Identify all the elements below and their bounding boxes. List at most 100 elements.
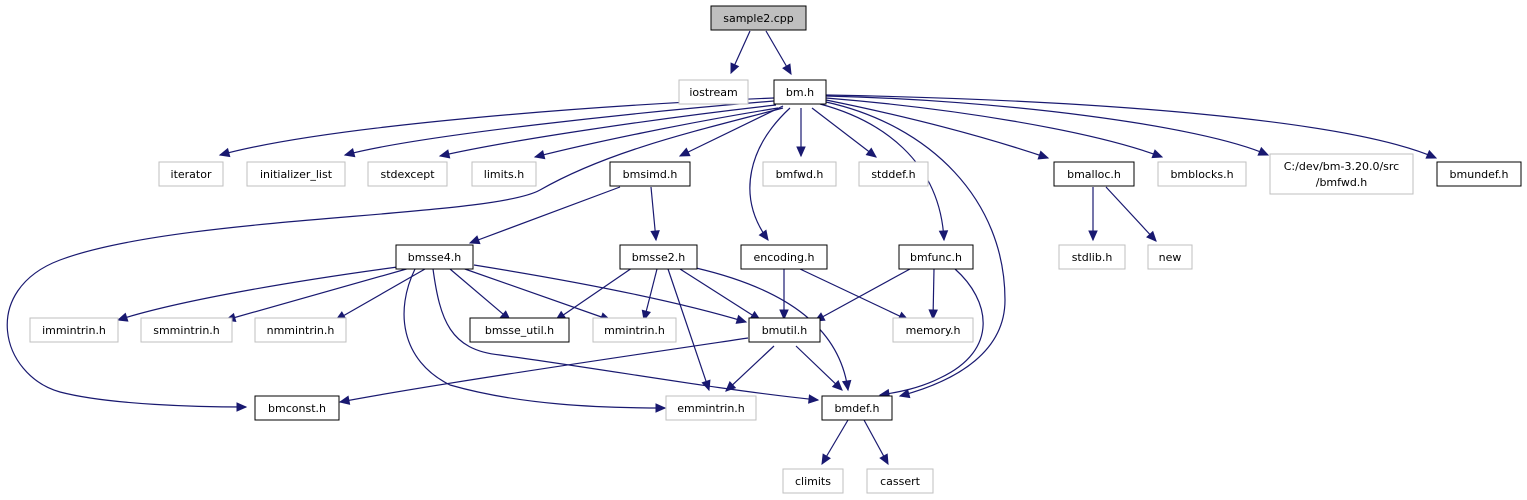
- arrowhead: [821, 453, 831, 466]
- arrowhead: [1425, 149, 1438, 159]
- node-bmutil-h[interactable]: bmutil.h: [748, 317, 821, 343]
- node-label-bmdef-h: bmdef.h: [835, 402, 880, 415]
- node-label-climits: climits: [795, 475, 831, 488]
- edge-bmsse4-to-immintrin: [116, 265, 406, 322]
- node-label-bmsse2-h: bmsse2.h: [632, 251, 685, 264]
- edge-bm-to-initializer-list: [343, 100, 775, 158]
- node-immintrin-h: immintrin.h: [29, 317, 119, 343]
- node-bm-h[interactable]: bm.h: [773, 79, 827, 105]
- edge-bmsse4-to-smmintrin: [224, 267, 411, 323]
- edge-bmutil-to-bmdef: [795, 345, 843, 391]
- edge-bmsse2-to-mmintrin: [641, 268, 658, 322]
- arrowhead: [116, 312, 129, 322]
- arrowhead: [898, 388, 911, 399]
- node-label-bmundef-h: bmundef.h: [1450, 168, 1509, 181]
- node-bmconst-h[interactable]: bmconst.h: [254, 395, 340, 421]
- node-encoding-h[interactable]: encoding.h: [740, 244, 828, 270]
- node-bmsse4-h[interactable]: bmsse4.h: [395, 244, 474, 270]
- arrowhead: [782, 63, 792, 76]
- node-label-bmsse4-h: bmsse4.h: [408, 251, 461, 264]
- edge-bm-to-cdev-bmfwd: [825, 95, 1270, 156]
- edge-bmsimd-to-bmsse2: [650, 186, 660, 242]
- edge-bmsse2-to-bmdef: [695, 267, 852, 392]
- node-label-encoding-h: encoding.h: [754, 251, 815, 264]
- edge-bm-to-bmundef: [825, 94, 1438, 159]
- node-cdev-bmfwd-h: C:/dev/bm-3.20.0/src /bmfwd.h: [1269, 153, 1414, 195]
- arrowhead: [1151, 149, 1164, 159]
- edge-bmsse2-to-bmutil: [679, 268, 762, 321]
- node-label-bmfwd-h: bmfwd.h: [776, 168, 824, 181]
- arrowhead: [831, 379, 843, 391]
- node-bmfunc-h[interactable]: bmfunc.h: [898, 244, 974, 270]
- node-bmblocks-h: bmblocks.h: [1157, 161, 1247, 187]
- node-iostream: iostream: [678, 79, 749, 105]
- arrowhead: [650, 230, 660, 242]
- dependency-edges: [6, 30, 1438, 466]
- edge-bmfunc-to-memory: [928, 268, 938, 321]
- node-climits: climits: [782, 468, 844, 494]
- arrowhead: [1257, 146, 1270, 156]
- edge-bmalloc-to-new: [1105, 186, 1157, 242]
- node-limits-h: limits.h: [471, 161, 537, 187]
- node-label-bmsse-util-h: bmsse_util.h: [485, 324, 554, 337]
- arrowhead: [808, 394, 820, 404]
- arrowhead: [758, 229, 769, 241]
- node-label-cdev-bmfwd-h-line1: C:/dev/bm-3.20.0/src: [1284, 160, 1399, 173]
- node-label-bmfunc-h: bmfunc.h: [910, 251, 962, 264]
- arrowhead: [725, 381, 737, 392]
- arrowhead: [1146, 230, 1157, 242]
- node-label-nmmintrin-h: nmmintrin.h: [267, 324, 335, 337]
- node-bmundef-h[interactable]: bmundef.h: [1436, 161, 1522, 187]
- node-label-smmintrin-h: smmintrin.h: [153, 324, 220, 337]
- edge-bm-to-limits: [533, 107, 779, 160]
- edge-bm-to-bmalloc: [825, 99, 1050, 160]
- node-label-bmalloc-h: bmalloc.h: [1067, 168, 1121, 181]
- edge-bmdef-to-climits: [821, 419, 849, 466]
- node-label-emmintrin-h: emmintrin.h: [677, 402, 745, 415]
- edge-bmsse4-to-bmsse-util: [449, 268, 511, 321]
- arrowhead: [343, 147, 356, 158]
- node-label-mmintrin-h: mmintrin.h: [604, 324, 665, 337]
- node-stdexcept: stdexcept: [367, 161, 448, 187]
- node-label-iterator: iterator: [171, 168, 212, 181]
- edge-bm-to-bmconst: [6, 107, 784, 412]
- arrowhead: [236, 402, 248, 412]
- header-file-nodes: sample2.cpp iostream bm.h iterator initi…: [29, 5, 1522, 494]
- arrowhead: [796, 146, 806, 158]
- node-bmdef-h[interactable]: bmdef.h: [821, 395, 893, 421]
- node-sample2-cpp: sample2.cpp: [710, 5, 807, 31]
- node-label-sample2-cpp: sample2.cpp: [723, 12, 794, 25]
- arrowhead: [678, 147, 691, 157]
- node-label-stdlib-h: stdlib.h: [1072, 251, 1113, 264]
- node-label-bmutil-h: bmutil.h: [762, 324, 808, 337]
- node-initializer-list: initializer_list: [246, 161, 346, 187]
- arrowhead: [735, 314, 748, 324]
- edge-sample2-to-iostream: [730, 30, 751, 75]
- edge-encoding-to-bmutil: [779, 269, 789, 321]
- edge-bm-to-iterator: [218, 97, 775, 158]
- node-label-stddef-h: stddef.h: [871, 168, 915, 181]
- node-bmsse2-h[interactable]: bmsse2.h: [619, 244, 698, 270]
- node-label-bm-h: bm.h: [786, 86, 814, 99]
- edge-bmsse4-to-emmintrin: [403, 268, 667, 413]
- node-bmsse-util-h[interactable]: bmsse_util.h: [469, 317, 570, 343]
- edge-bm-to-bmfunc: [819, 103, 949, 242]
- node-bmalloc-h[interactable]: bmalloc.h: [1053, 161, 1135, 187]
- edge-bmsse2-to-emmintrin: [667, 268, 711, 392]
- arrowhead: [1037, 150, 1050, 160]
- node-nmmintrin-h: nmmintrin.h: [254, 317, 347, 343]
- node-bmfwd-h: bmfwd.h: [762, 161, 837, 187]
- node-smmintrin-h: smmintrin.h: [140, 317, 233, 343]
- edge-sample2-to-bm: [765, 30, 792, 76]
- node-label-limits-h: limits.h: [484, 168, 524, 181]
- edge-bm-to-stdexcept: [438, 104, 777, 159]
- arrowhead: [218, 147, 231, 158]
- node-label-bmblocks-h: bmblocks.h: [1170, 168, 1233, 181]
- arrowhead: [655, 403, 667, 413]
- node-bmsimd-h[interactable]: bmsimd.h: [609, 161, 691, 187]
- arrowhead: [1088, 230, 1098, 242]
- node-label-bmconst-h: bmconst.h: [268, 402, 326, 415]
- edge-bmsse2-to-bmsse-util: [554, 267, 633, 321]
- node-label-iostream: iostream: [689, 86, 737, 99]
- edge-bm-to-bmsimd: [678, 105, 784, 157]
